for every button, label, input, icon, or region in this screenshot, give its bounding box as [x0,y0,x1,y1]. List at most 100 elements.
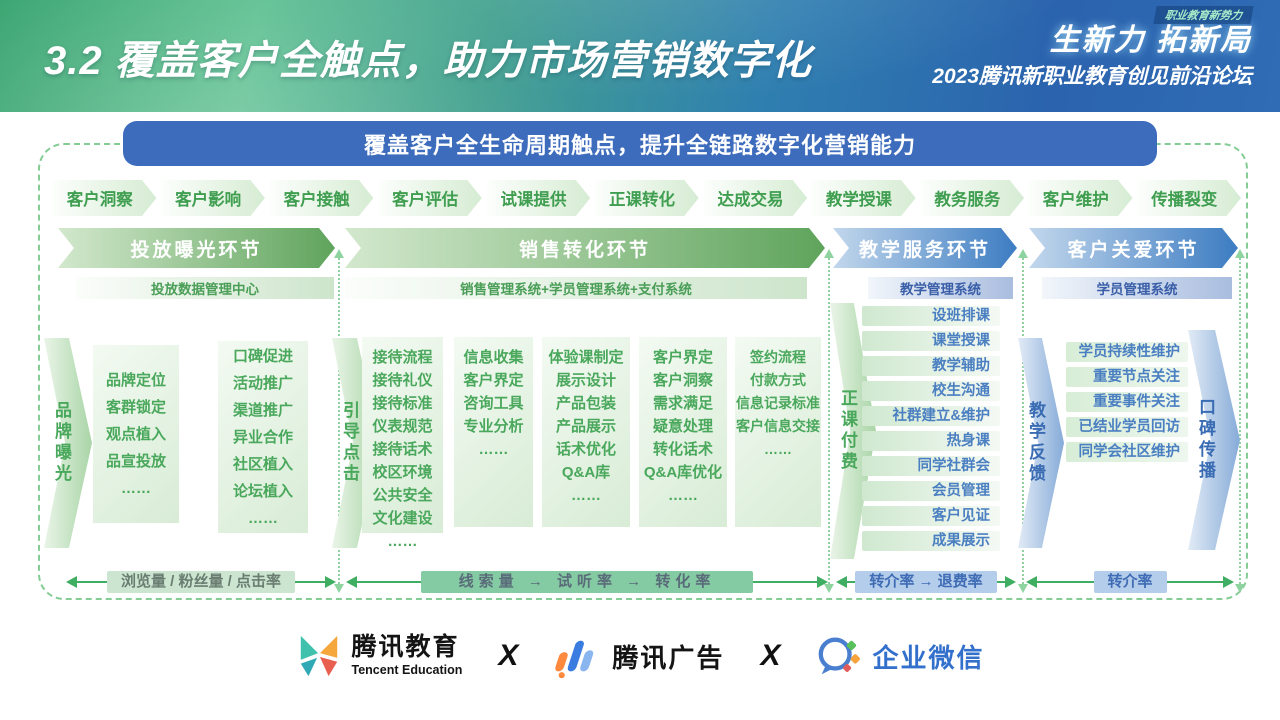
box-item: 展示设计 [555,372,616,389]
arrow-up-icon [334,249,344,258]
teaching-item: 社群建立&维护 [862,406,1000,426]
box-item: 口碑促进 [232,347,293,365]
section-arrow-sales: 销售转化环节 [345,228,825,268]
arrow-down-icon [334,584,344,593]
teaching-item: 教学辅助 [862,356,1000,376]
box-item: 客户洞察 [652,372,713,389]
metric-teaching: 转介率 → 退费率 [836,571,1016,593]
system-band-teaching: 教学管理系统 [868,277,1013,299]
arrow-right-icon [1005,576,1016,588]
system-band-exposure: 投放数据管理中心 [76,277,334,299]
section-arrow-care: 客户关爱环节 [1029,228,1238,268]
touchpoint-chevron: 教务服务 [920,180,1025,216]
flow-arrow-brand-exposure: 品牌曝光 [44,338,92,548]
metric-label: 线索量 → 试听率 → 转化率 [420,571,754,593]
system-band-care: 学员管理系统 [1042,277,1232,299]
box-item: 产品展示 [555,418,616,435]
box-signing: 签约流程付款方式信息记录标准客户信息交接…… [735,337,821,527]
tencent-ads-name: 腾讯广告 [612,642,725,673]
box-item: 接待标准 [372,395,433,412]
arrow-left-icon [836,576,847,588]
box-info-collect: 信息收集客户界定咨询工具专业分析…… [454,337,533,527]
arrow-up-icon [1018,249,1028,258]
box-item: …… [387,533,418,550]
flow-arrow-course-payment: 正课付费 [830,303,876,559]
box-item: 文化建设 [372,510,433,527]
teaching-service-list: 设班排课课堂授课教学辅助校生沟通社群建立&维护热身课同学社群会会员管理客户见证成… [862,306,1000,551]
header-banner: 3.2 覆盖客户全触点，助力市场营销数字化 职业教育新势力 生新力 拓新局 20… [0,0,1280,112]
box-item: …… [121,479,151,497]
arrow-left-icon [1026,576,1037,588]
touchpoint-chevron-row: 客户洞察客户影响客户接触客户评估试课提供正课转化达成交易教学授课教务服务客户维护… [53,180,1241,216]
box-item: 活动推广 [232,374,293,392]
teaching-item: 课堂授课 [862,331,1000,351]
touchpoint-chevron: 达成交易 [703,180,808,216]
box-item: …… [571,487,601,504]
section-arrow-teaching: 教学服务环节 [833,228,1017,268]
arrow-down-icon [1018,584,1028,593]
box-brand-positioning: 品牌定位客群锁定观点植入品宣投放…… [93,345,179,523]
arrow-down-icon [824,584,834,593]
box-item: 话术优化 [555,441,616,458]
teaching-item: 同学社群会 [862,456,1000,476]
metric-care: 转介率 [1026,571,1235,593]
page-title: 3.2 覆盖客户全触点，助力市场营销数字化 [44,39,812,83]
touchpoint-chevron: 教学授课 [812,180,916,216]
arrow-down-icon [1235,584,1245,593]
box-reception: 接待流程接待礼仪接待标准仪表规范接待话术校区环境公共安全文化建设…… [362,337,443,550]
separator-dotted-2 [824,249,834,593]
teaching-item: 校生沟通 [862,381,1000,401]
forum-subtitle: 2023腾讯新职业教育创见前沿论坛 [932,65,1252,88]
arrow-right-icon [1223,576,1235,588]
box-item: 渠道推广 [232,401,293,419]
arrow-up-icon [1235,249,1245,258]
touchpoint-chevron: 客户洞察 [53,180,157,216]
box-item: 需求满足 [652,395,713,412]
metric-label: 转介率 → 退费率 [855,571,997,593]
arrow-right-icon [325,576,337,588]
tencent-education-icon [300,635,337,677]
teaching-item: 会员管理 [862,481,1000,501]
brand-badge: 职业教育新势力 [1153,6,1254,24]
box-item: …… [478,441,509,458]
touchpoint-chevron: 客户影响 [161,180,265,216]
box-item: 论坛植入 [232,482,293,500]
box-item: 品宣投放 [105,452,166,470]
box-item: Q&A库优化 [643,464,723,481]
teaching-item: 热身课 [862,431,1000,451]
metric-label: 浏览量 / 粉丝量 / 点击率 [107,571,296,593]
wecom-name: 企业微信 [872,642,985,673]
touchpoint-chevron: 正课转化 [595,180,699,216]
box-item: 疑意处理 [652,418,713,435]
box-item: Q&A库 [561,464,611,481]
flow-arrow-guide-click: 引导点击 [332,338,380,548]
box-item: 社区植入 [232,455,293,473]
wecom-logo: 企业微信 [816,633,984,679]
touchpoint-chevron: 客户维护 [1029,180,1133,216]
box-item: 客户信息交接 [736,418,820,434]
arrow-up-icon [824,249,834,258]
section-arrow-exposure: 投放曝光环节 [58,228,335,268]
box-item: 信息收集 [463,349,524,366]
box-item: 签约流程 [750,349,806,365]
metric-exposure: 浏览量 / 粉丝量 / 点击率 [66,571,337,593]
box-item: 体验课制定 [548,349,624,366]
touchpoint-chevron: 传播裂变 [1137,180,1241,216]
box-promotion: 口碑促进活动推广渠道推广异业合作社区植入论坛植入…… [218,341,308,533]
student-item: 已结业学员回访 [1066,417,1188,437]
student-item: 重要节点关注 [1066,367,1188,387]
box-item: 观点植入 [105,425,166,443]
tencent-ads-icon [555,640,594,679]
box-item: 信息记录标准 [736,395,820,411]
box-item: 异业合作 [232,428,293,446]
teaching-item: 成果展示 [862,531,1000,551]
footer-logos: 腾讯教育 Tencent Education X 腾讯广告 X [0,624,1280,688]
box-item: 公共安全 [372,487,433,504]
box-item: 产品包装 [555,395,616,412]
box-item: 客户界定 [463,372,524,389]
box-item: …… [764,441,792,457]
metric-sales: 线索量 → 试听率 → 转化率 [346,571,829,593]
box-item: 专业分析 [463,418,524,435]
